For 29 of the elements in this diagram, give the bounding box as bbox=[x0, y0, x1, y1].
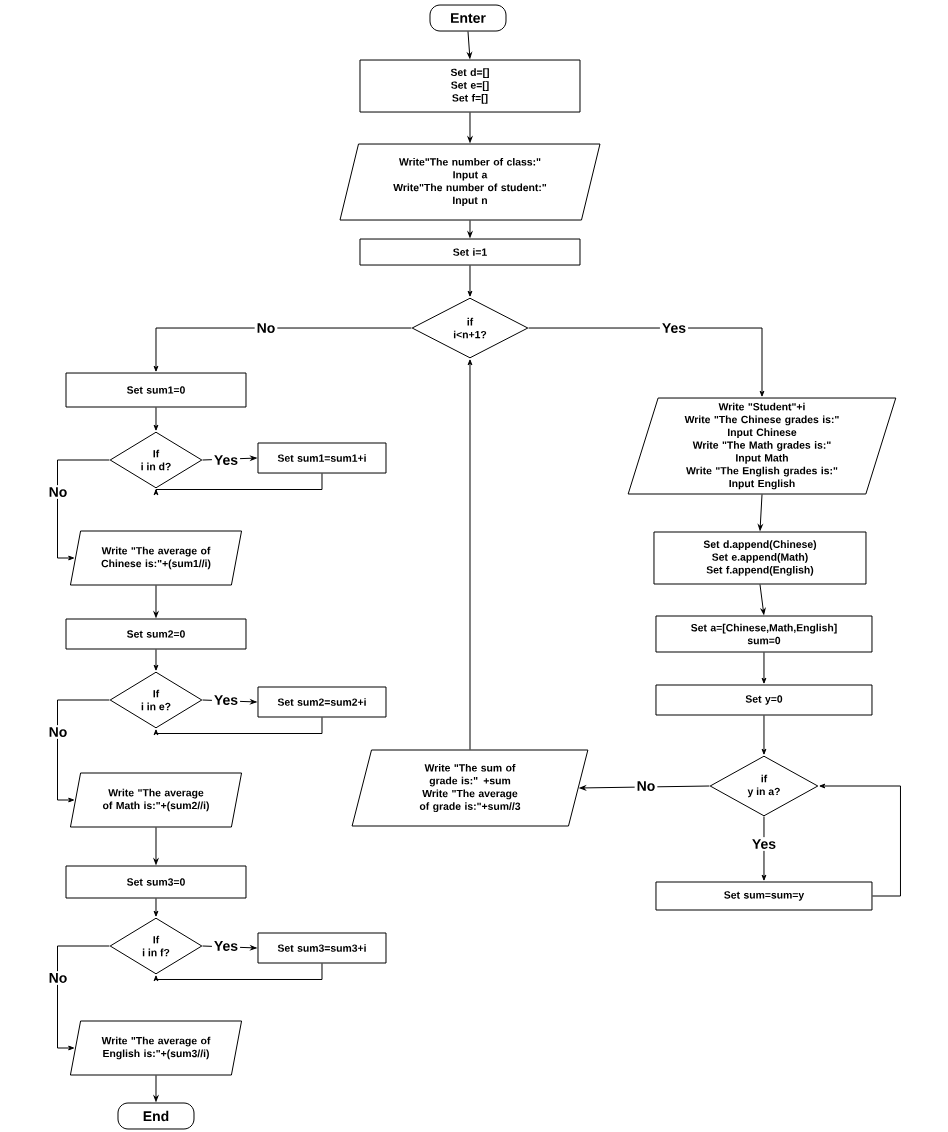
arrow bbox=[761, 652, 767, 684]
arrow bbox=[153, 407, 159, 431]
arrow bbox=[202, 455, 257, 461]
arrow bbox=[153, 473, 323, 496]
arrow bbox=[467, 220, 473, 238]
arrow bbox=[153, 649, 159, 671]
arrow bbox=[579, 785, 710, 791]
arrow bbox=[467, 112, 473, 143]
arrow bbox=[202, 945, 257, 951]
arrow bbox=[57, 699, 110, 803]
arrow bbox=[467, 359, 473, 750]
arrow bbox=[153, 717, 323, 736]
arrow bbox=[528, 327, 765, 397]
arrow bbox=[757, 494, 763, 531]
arrow bbox=[153, 827, 159, 865]
arrow bbox=[761, 715, 767, 755]
arrow bbox=[467, 31, 472, 59]
arrow bbox=[57, 459, 110, 561]
arrow bbox=[153, 1075, 159, 1102]
arrow bbox=[153, 963, 323, 982]
arrow bbox=[467, 265, 473, 297]
arrow bbox=[153, 898, 159, 917]
arrow bbox=[153, 327, 412, 372]
arrow bbox=[759, 584, 766, 615]
arrow bbox=[761, 816, 767, 881]
arrow bbox=[819, 783, 901, 897]
arrow bbox=[57, 945, 110, 1051]
arrow bbox=[202, 699, 257, 705]
arrow bbox=[153, 585, 159, 618]
